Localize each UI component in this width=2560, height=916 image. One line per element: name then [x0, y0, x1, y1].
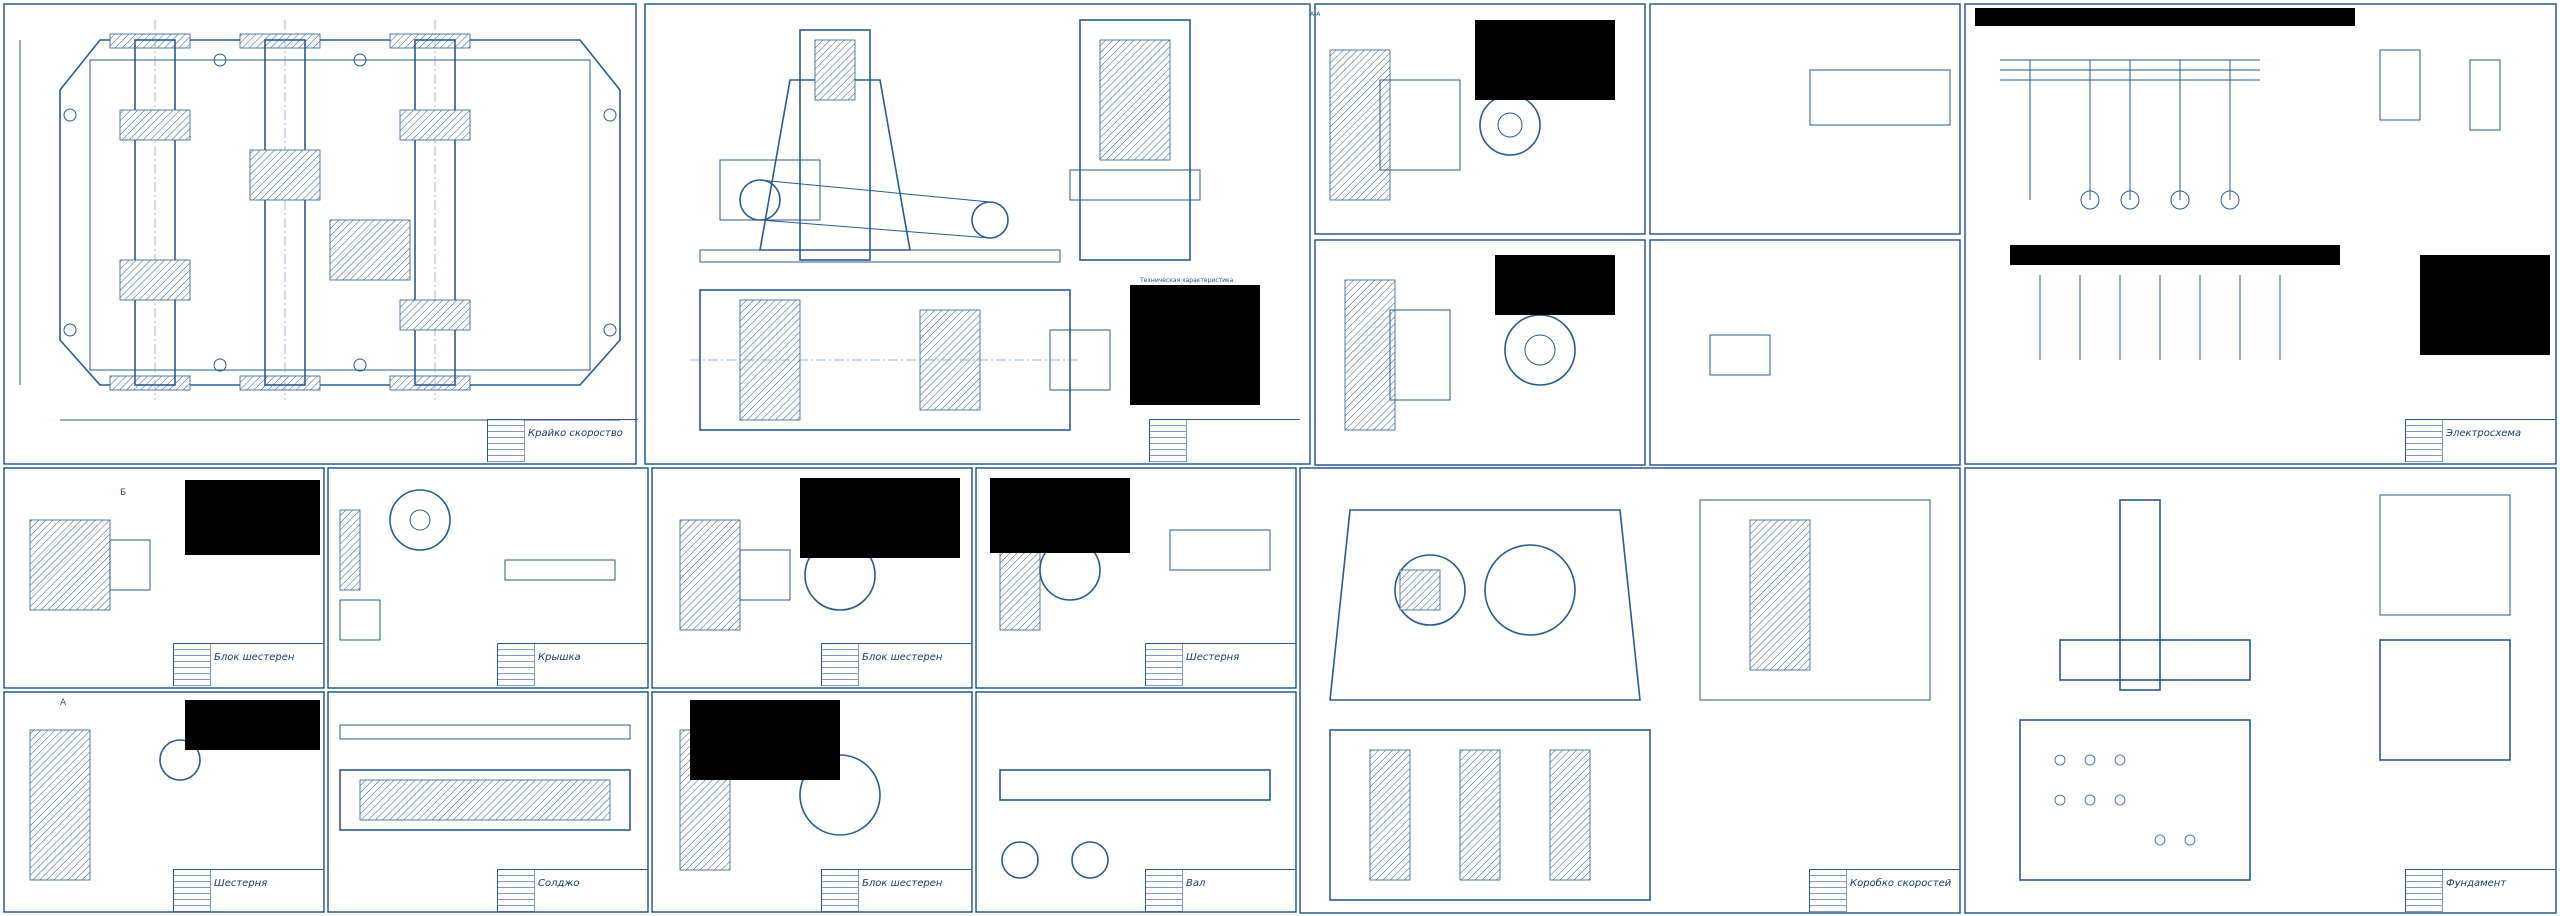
- title-block-grid: [174, 644, 211, 686]
- sheet-title: Вал: [1186, 878, 1206, 889]
- title-block-grid: [1146, 644, 1183, 686]
- title-block-grid: [498, 644, 535, 686]
- gear-detail-top: [1314, 3, 1646, 466]
- tech-table-title: Техническая характеристика: [1140, 277, 1234, 284]
- section-aa-label: А-А: [1310, 11, 1321, 18]
- title-block-grid: [488, 420, 525, 462]
- title-block-foundation: Фундамент: [2405, 869, 2556, 912]
- sheet-title: Блок шестерен: [214, 652, 295, 663]
- title-block-lid: Крышка: [497, 643, 648, 686]
- bottom-row-drawings: [3, 467, 2557, 914]
- title-block-gear5: Блок шестерен: [821, 869, 972, 912]
- machine-general-view: [644, 3, 1311, 465]
- title-block-grid: [174, 870, 211, 912]
- title-block-gear4: Шестерня: [173, 869, 324, 912]
- sheet-title: Шестерня: [1186, 652, 1240, 663]
- sheet-title: Блок шестерен: [862, 878, 943, 889]
- title-block-grid: [2406, 870, 2443, 912]
- sheet-title: Электросхема: [2446, 428, 2522, 439]
- reducer-plan-drawing: [3, 3, 637, 465]
- sheet-title: Крышка: [538, 652, 581, 663]
- title-block-shaft: Вал: [1145, 869, 1296, 912]
- electric-scheme: [1964, 3, 2557, 465]
- title-block-grid: [1146, 870, 1183, 912]
- title-block-grid: [1810, 870, 1847, 912]
- sheet-title: Фундамент: [2446, 878, 2507, 889]
- title-block-electric: Электросхема: [2405, 419, 2556, 462]
- title-block-grid: [2406, 420, 2443, 462]
- title-block-gear2: Блок шестерен: [821, 643, 972, 686]
- title-block-reducer: Крайко скороство: [487, 419, 638, 462]
- sheet-title: Шестерня: [214, 878, 268, 889]
- sheet-title: Коробко скоростей: [1850, 878, 1952, 889]
- title-block-gear1: Блок шестерен: [173, 643, 324, 686]
- title-block-machine: [1149, 419, 1300, 462]
- title-block-grid: [1150, 420, 1187, 462]
- frame-blank-upper: [1649, 3, 1961, 466]
- title-block-grid: [822, 644, 859, 686]
- title-block-pinion: Солджо: [497, 869, 648, 912]
- sheet-title: Солджо: [538, 878, 580, 889]
- title-block-grid: [498, 870, 535, 912]
- section-bb-label: Б: [120, 488, 127, 498]
- sheet-title: Крайко скороство: [528, 428, 623, 439]
- title-block-gear3: Шестерня: [1145, 643, 1296, 686]
- view-a-label: А: [60, 698, 67, 708]
- sheet-title: Блок шестерен: [862, 652, 943, 663]
- title-block-grid: [822, 870, 859, 912]
- title-block-gearbox: Коробко скоростей: [1809, 869, 1960, 912]
